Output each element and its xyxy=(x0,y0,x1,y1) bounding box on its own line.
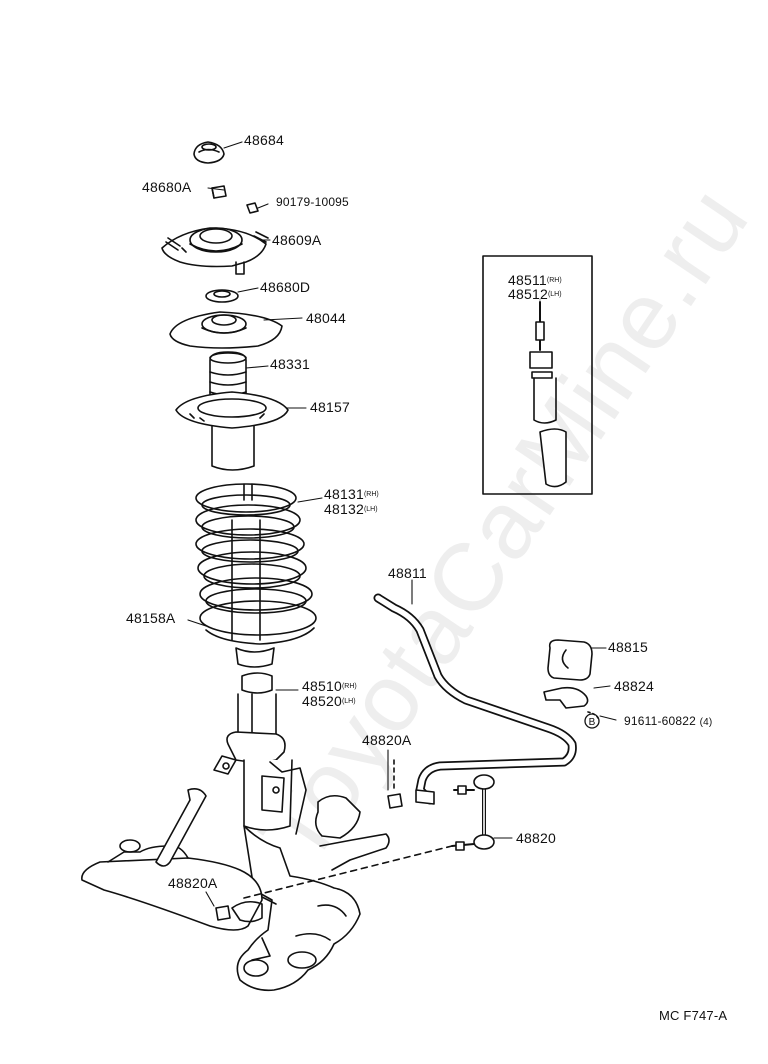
side-lh: (LH) xyxy=(363,506,378,513)
part-number-48131: 48131 xyxy=(324,486,364,502)
part-label-48820A-lower: 48820A xyxy=(168,875,218,891)
part-label-48815: 48815 xyxy=(608,639,648,655)
coil-spring-drawing xyxy=(195,483,317,641)
spring-seat-boot-drawing xyxy=(175,391,289,471)
dust-cap-drawing xyxy=(193,141,225,164)
part-number-48511: 48511 xyxy=(508,272,547,288)
link-nut-upper-drawing xyxy=(387,759,403,809)
quantity-note: (4) xyxy=(699,717,713,728)
callout-letter: B xyxy=(588,717,596,728)
part-label-48609A: 48609A xyxy=(272,232,322,248)
part-label-48331: 48331 xyxy=(270,356,310,372)
diagram-code: MC F747-A xyxy=(659,1008,728,1023)
stabilizer-bar-drawing xyxy=(373,593,577,805)
shock-absorber-drawing xyxy=(213,672,307,835)
side-lh: (LH) xyxy=(341,698,356,705)
part-label-48044: 48044 xyxy=(306,310,346,326)
part-label-90179-10095: 90179-10095 xyxy=(276,195,349,209)
part-label-48680A: 48680A xyxy=(142,179,192,195)
callout-circle xyxy=(584,713,600,729)
part-label-48684: 48684 xyxy=(244,132,284,148)
inset-box xyxy=(482,255,593,495)
leader-lines xyxy=(187,141,617,907)
lower-insulator-drawing xyxy=(205,627,315,668)
lower-arm-drawing xyxy=(81,788,263,931)
part-label-48157: 48157 xyxy=(310,399,350,415)
part-label-48512: 48512(LH) xyxy=(508,287,562,302)
part-label-48510: 48510(RH) xyxy=(302,679,357,694)
part-label-48820: 48820 xyxy=(516,830,556,846)
part-label-48680D: 48680D xyxy=(260,279,311,295)
strut-support-drawing xyxy=(161,227,269,275)
part-number-48512: 48512 xyxy=(508,286,548,302)
part-label-48520: 48520(LH) xyxy=(302,694,356,709)
link-nut-lower-drawing xyxy=(215,905,231,921)
link-guide-line xyxy=(243,845,453,899)
stabilizer-bushing-drawing xyxy=(547,639,593,681)
part-number-48520: 48520 xyxy=(302,693,342,709)
part-label-48820A-upper: 48820A xyxy=(362,732,412,748)
upper-seat-drawing xyxy=(169,311,283,349)
callout-marker-b: B xyxy=(588,714,596,730)
side-rh: (RH) xyxy=(363,491,379,498)
part-number-48510: 48510 xyxy=(302,678,342,694)
part-label-48131: 48131(RH) xyxy=(324,487,379,502)
part-number-48132: 48132 xyxy=(324,501,364,517)
small-nut-drawing xyxy=(246,202,259,214)
side-lh: (LH) xyxy=(547,291,562,298)
part-label-91611-60822: 91611-60822 (4) xyxy=(624,714,712,730)
stabilizer-link-drawing xyxy=(451,774,495,851)
part-number-91611-60822: 91611-60822 xyxy=(624,714,697,728)
part-label-48811: 48811 xyxy=(388,565,427,581)
part-label-48511: 48511(RH) xyxy=(508,273,562,288)
part-label-48132: 48132(LH) xyxy=(324,502,378,517)
side-rh: (RH) xyxy=(341,683,357,690)
nut-drawing xyxy=(211,185,227,199)
steering-knuckle-drawing xyxy=(221,794,390,992)
washer-drawing xyxy=(205,289,239,303)
side-rh: (RH) xyxy=(546,277,562,284)
part-label-48158A: 48158A xyxy=(126,610,176,626)
part-label-48824: 48824 xyxy=(614,678,654,694)
